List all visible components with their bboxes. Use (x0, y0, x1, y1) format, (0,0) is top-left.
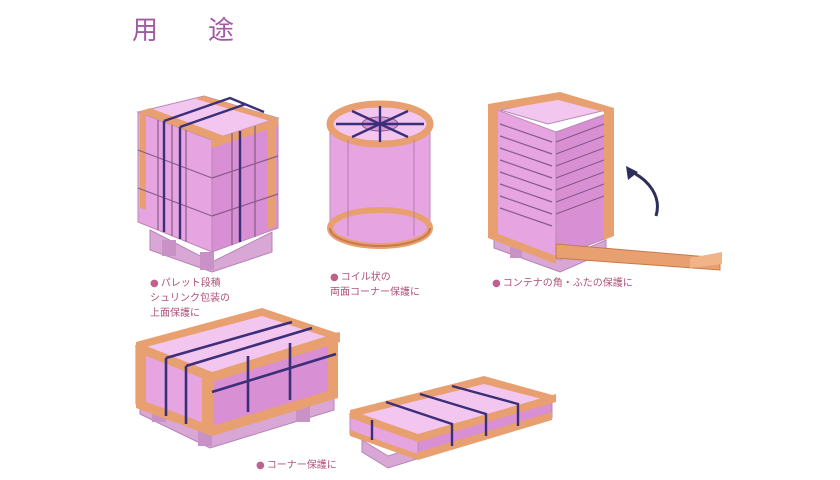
caption-coil: ●コイル状の 両面コーナー保護に (330, 270, 420, 300)
caption-corner: ●コーナー保護に (256, 458, 337, 473)
caption-text: 両面コーナー保護に (330, 285, 420, 300)
caption-text: シュリンク包装の (150, 291, 230, 306)
caption-text: コンテナの角・ふたの保護に (503, 278, 633, 289)
caption-text: パレット段積 (161, 278, 221, 289)
coil-roll-illustration (330, 104, 430, 246)
palletized-box-illustration (138, 96, 278, 272)
caption-pallet: ●パレット段積 シュリンク包装の 上面保護に (150, 276, 230, 321)
caption-text: 上面保護に (150, 306, 230, 321)
bullet-marker: ● (330, 272, 339, 283)
bullet-marker: ● (492, 278, 501, 289)
caption-container: ●コンテナの角・ふたの保護に (492, 276, 633, 291)
container-illustration (488, 92, 722, 272)
strapped-crate-illustration (136, 308, 340, 448)
flat-package-illustration (350, 376, 556, 468)
bullet-marker: ● (150, 278, 159, 289)
caption-text: コイル状の (341, 272, 391, 283)
caption-text: コーナー保護に (267, 460, 337, 471)
bullet-marker: ● (256, 460, 265, 471)
